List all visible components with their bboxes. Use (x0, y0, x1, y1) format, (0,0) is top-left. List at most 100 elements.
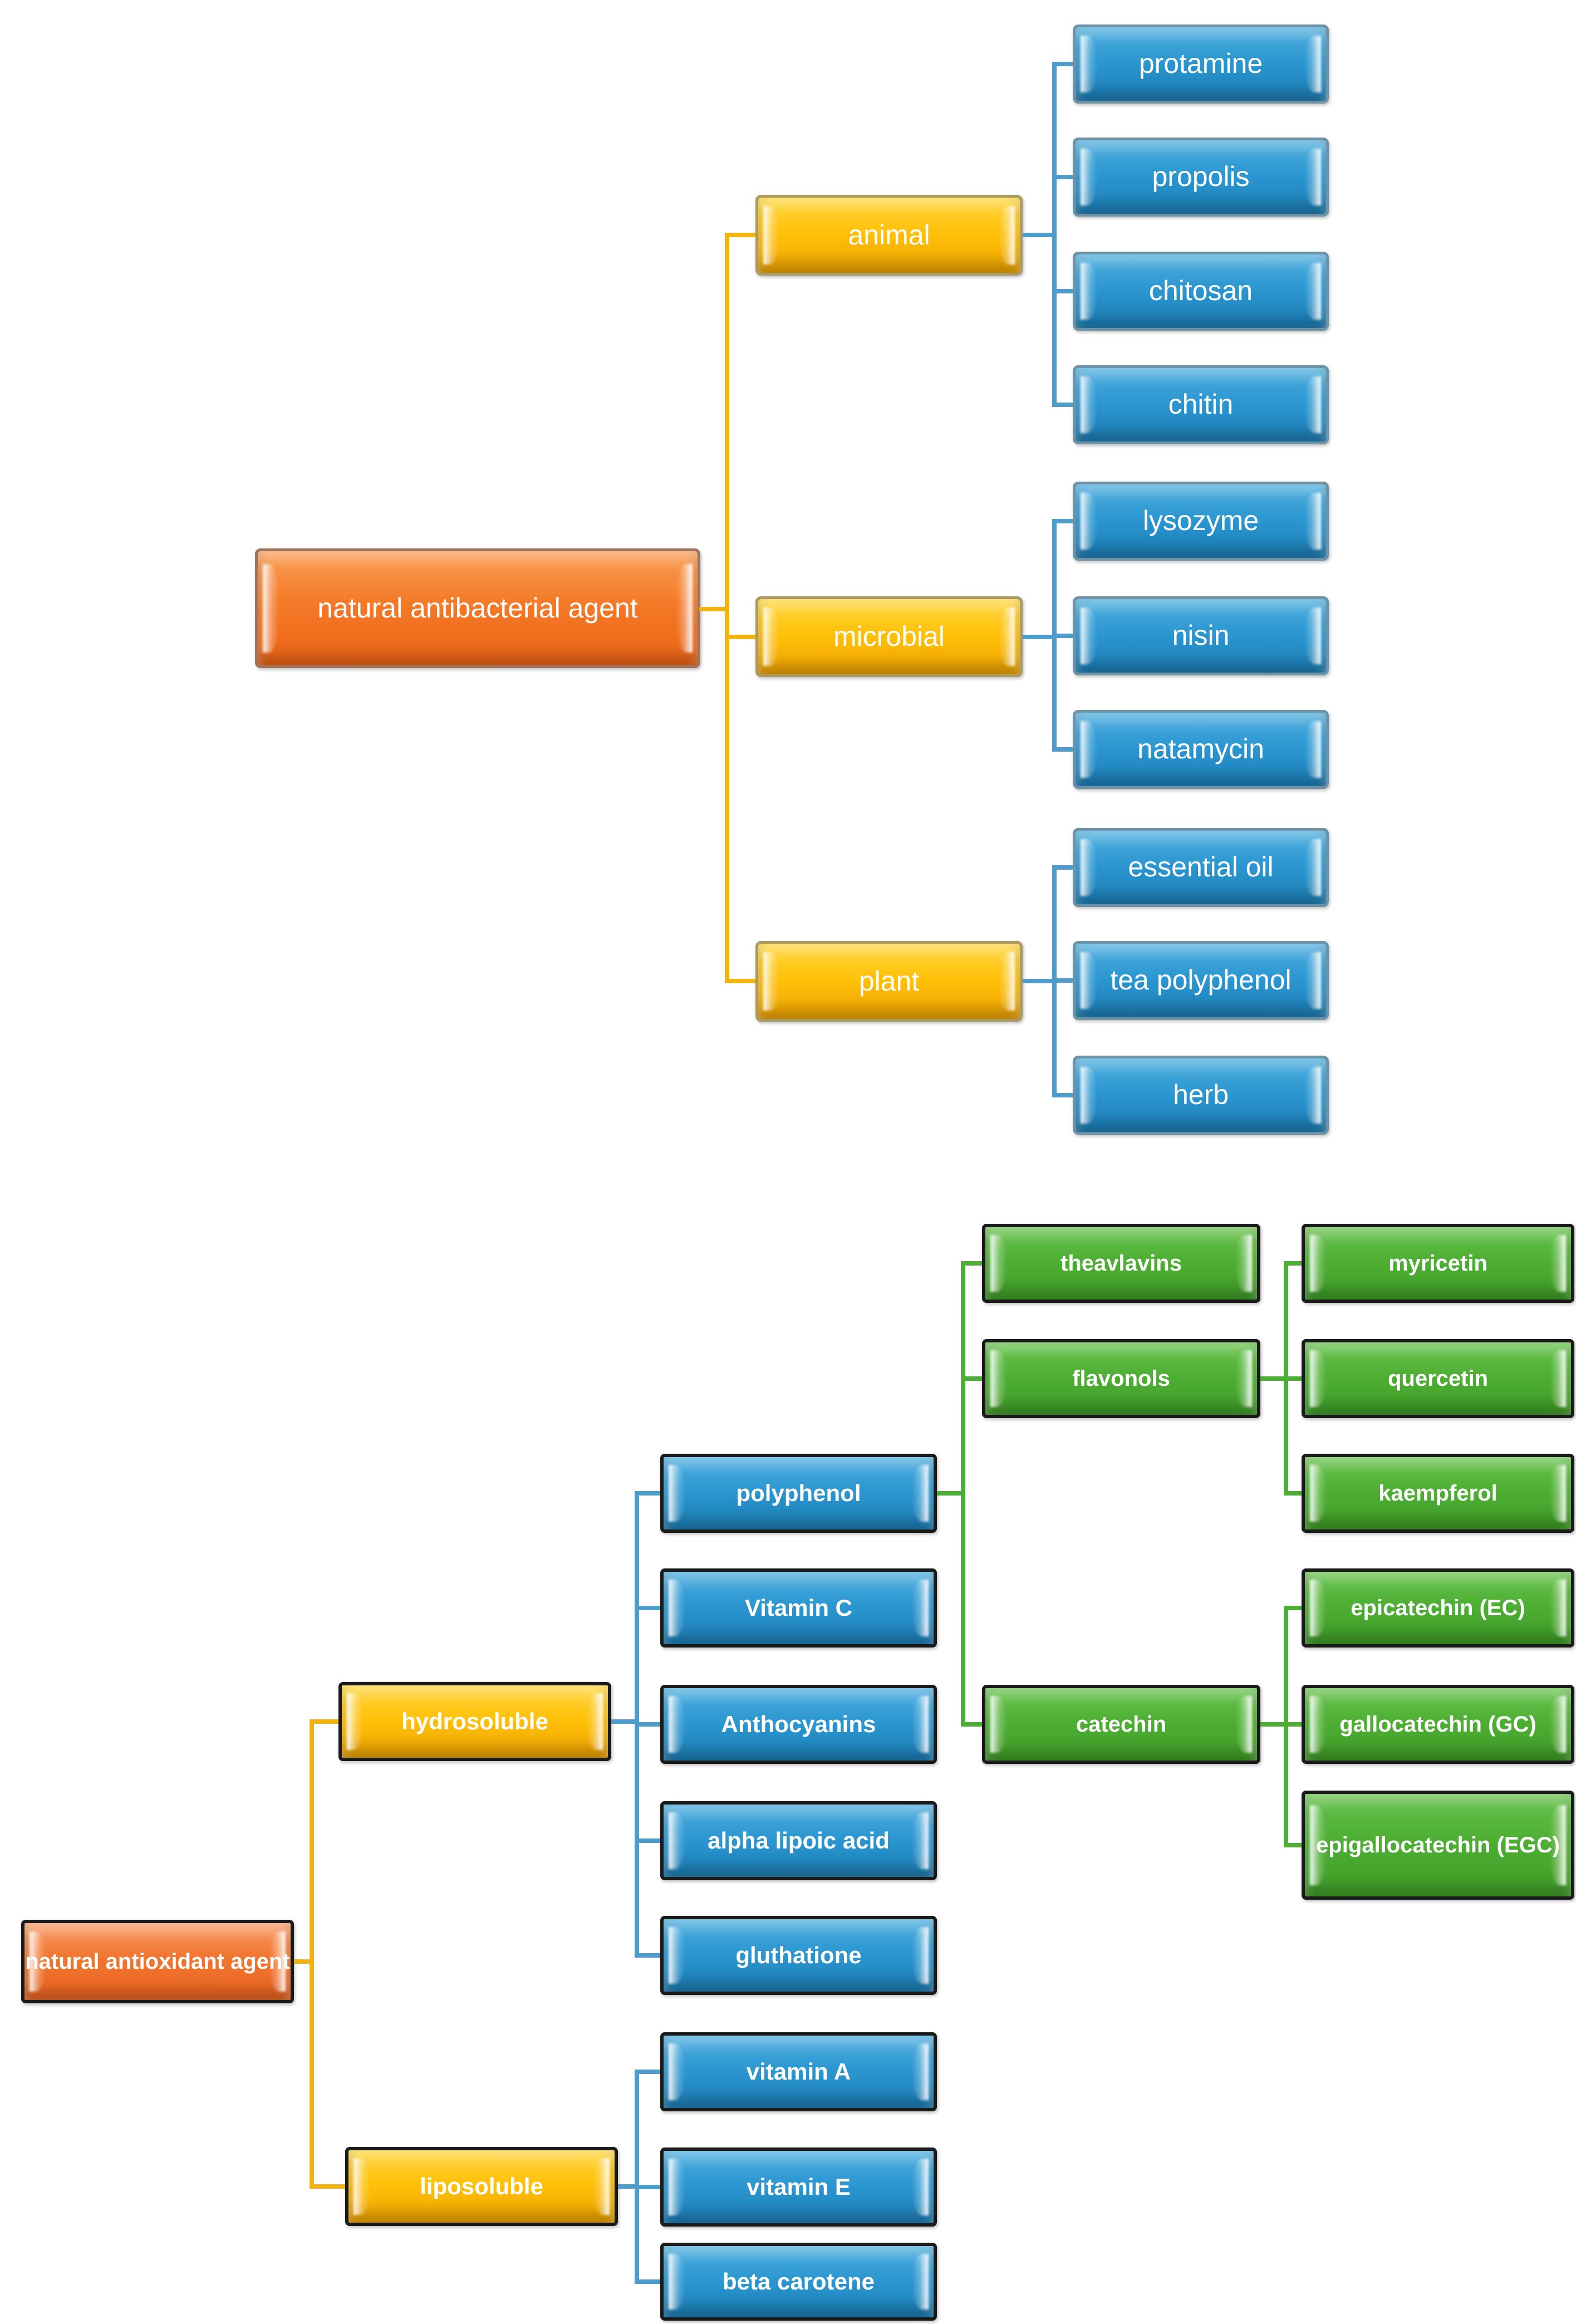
node-label: nisin (1172, 620, 1230, 651)
connector-stub-catechin (963, 1722, 982, 1727)
connector-liposoluble-out (618, 2184, 639, 2189)
node-tea-polyphenol: tea polyphenol (1073, 941, 1329, 1020)
node-label: hydrosoluble (401, 1708, 548, 1734)
node-label: liposoluble (420, 2173, 543, 2199)
node-label: kaempferol (1378, 1481, 1498, 1506)
node-essential-oil: essential oil (1073, 828, 1329, 907)
node-label: Vitamin C (745, 1594, 852, 1621)
connector-stub-epicatechin (1286, 1606, 1302, 1610)
connector-stub-plant (727, 979, 755, 983)
connector-stub-quercetin (1286, 1376, 1302, 1381)
connector-stub-essential-oil (1054, 865, 1073, 870)
node-label: lysozyme (1142, 505, 1259, 537)
connector-antioxidant-root (294, 1959, 314, 1964)
connector-stub-alpha-lipoic-acid (637, 1838, 660, 1843)
connector-stub-herb (1054, 1093, 1073, 1097)
connector-stub-theavlavins (963, 1261, 982, 1266)
node-lysozyme: lysozyme (1073, 482, 1329, 561)
node-alpha-lipoic-acid: alpha lipoic acid (660, 1801, 937, 1880)
node-label: vitamin E (747, 2173, 851, 2200)
connector-stub-anthocyanins (637, 1722, 660, 1727)
node-chitin: chitin (1073, 365, 1329, 444)
node-label: quercetin (1387, 1366, 1489, 1391)
node-label: alpha lipoic acid (708, 1827, 890, 1854)
node-label: myricetin (1388, 1251, 1487, 1276)
node-vitamin-e: vitamin E (660, 2148, 937, 2227)
node-gluthatione: gluthatione (660, 1916, 937, 1995)
connector-microbial-out (1023, 635, 1054, 639)
node-herb: herb (1073, 1056, 1329, 1135)
node-label: herb (1172, 1079, 1229, 1111)
node-animal: animal (755, 195, 1023, 276)
node-label: tea polyphenol (1110, 964, 1292, 996)
node-liposoluble: liposoluble (345, 2147, 618, 2226)
node-label: gallocatechin (GC) (1339, 1712, 1536, 1737)
node-label: natural antibacterial agent (317, 592, 638, 624)
connector-stub-polyphenol (637, 1491, 660, 1496)
node-label: microbial (833, 620, 945, 652)
node-label: natamycin (1137, 733, 1264, 765)
node-plant: plant (755, 941, 1023, 1022)
connector-stub-vitamin-e (637, 2185, 660, 2189)
connector-stub-kaempferol (1286, 1491, 1302, 1496)
connector-stub-animal (727, 233, 755, 237)
connector-hydrosoluble-out (611, 1719, 639, 1724)
node-protamine: protamine (1073, 24, 1329, 104)
node-label: protamine (1138, 48, 1263, 80)
node-vitamin-c: Vitamin C (660, 1568, 937, 1648)
node-beta-carotene: beta carotene (660, 2243, 937, 2321)
node-label: natural antioxidant agent (25, 1949, 290, 1974)
node-label: epigallocatechin (EGC) (1316, 1833, 1560, 1857)
node-label: catechin (1076, 1712, 1167, 1737)
connector-flavonols-out (1260, 1376, 1288, 1381)
connector-polyphenol-out (937, 1491, 965, 1496)
node-label: chitin (1168, 389, 1234, 420)
node-label: propolis (1152, 161, 1250, 193)
node-hydrosoluble: hydrosoluble (338, 1682, 611, 1761)
node-myricetin: myricetin (1302, 1224, 1574, 1303)
connector-stub-flavonols (963, 1376, 982, 1381)
node-flavonols: flavonols (982, 1339, 1260, 1418)
connector-stub-chitin (1054, 403, 1073, 407)
node-label: polyphenol (736, 1479, 861, 1506)
connector-stub-natamycin (1054, 747, 1073, 752)
node-label: epicatechin (EC) (1351, 1596, 1525, 1620)
connector-stub-microbial (727, 635, 755, 639)
node-kaempferol: kaempferol (1302, 1454, 1574, 1533)
connector-polyphenol-trunk (961, 1261, 965, 1727)
connector-liposoluble-trunk (635, 2070, 639, 2284)
connector-stub-hydrosoluble (312, 1719, 338, 1724)
connector-plant-out (1023, 979, 1054, 983)
node-quercetin: quercetin (1302, 1339, 1574, 1418)
node-label: chitosan (1148, 275, 1253, 307)
connector-stub-beta-carotene (637, 2279, 660, 2284)
connector-stub-lysozyme (1054, 519, 1073, 523)
connector-stub-chitosan (1054, 289, 1073, 293)
node-natural-antibacterial-agent: natural antibacterial agent (255, 548, 700, 668)
node-chitosan: chitosan (1073, 252, 1329, 331)
connector-stub-myricetin (1286, 1261, 1302, 1266)
connector-antibacterial-trunk (725, 233, 729, 983)
node-label: animal (848, 219, 930, 251)
connector-catechin-out (1260, 1722, 1288, 1727)
node-vitamin-a: vitamin A (660, 2032, 937, 2111)
connector-stub-gallocatechin (1286, 1722, 1302, 1727)
connector-stub-vitamin-a (637, 2070, 660, 2074)
node-natural-antioxidant-agent: natural antioxidant agent (21, 1920, 294, 2003)
node-anthocyanins: Anthocyanins (660, 1685, 937, 1764)
connector-stub-liposoluble (312, 2184, 345, 2189)
node-epicatechin-ec: epicatechin (EC) (1302, 1568, 1574, 1648)
node-label: theavlavins (1061, 1251, 1182, 1276)
connector-stub-gluthatione (637, 1953, 660, 1958)
node-label: Anthocyanins (721, 1710, 876, 1737)
node-label: essential oil (1128, 851, 1274, 883)
connector-stub-protamine (1054, 62, 1073, 66)
node-polyphenol: polyphenol (660, 1454, 937, 1533)
connector-stub-propolis (1054, 175, 1073, 179)
node-label: beta carotene (722, 2268, 875, 2294)
node-theavlavins: theavlavins (982, 1224, 1260, 1303)
connector-stub-tea-polyphenol (1054, 978, 1073, 983)
node-epigallocatechin-egc: epigallocatechin (EGC) (1302, 1791, 1574, 1900)
connector-catechin-trunk (1284, 1606, 1288, 1847)
